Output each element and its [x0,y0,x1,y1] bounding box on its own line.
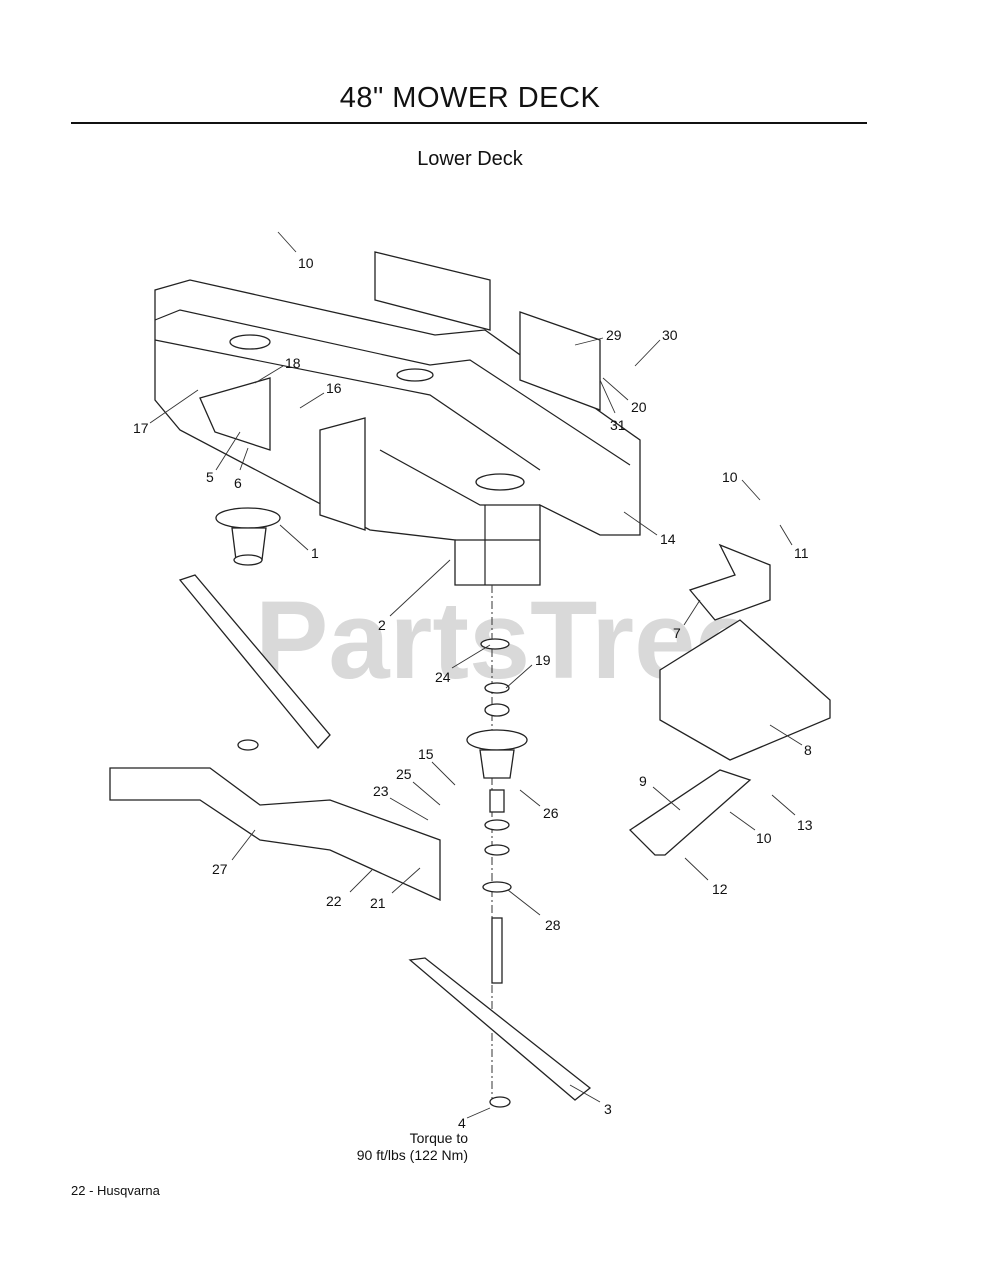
callout-label: 10 [756,830,772,846]
side-deflector [109,767,441,902]
callout-label: 18 [285,355,301,371]
callout-label: 2 [378,617,386,633]
callout-label: 3 [604,1101,612,1117]
callout-label: 13 [797,817,813,833]
callout-label: 10 [298,255,314,271]
callout-label: 17 [133,420,149,436]
callout-labels: 10 29 30 18 16 20 31 17 5 6 1 14 10 11 2… [133,231,813,1131]
page-footer: 22 - Husqvarna [71,1183,160,1198]
callout-label: 5 [206,469,214,485]
callout-label: 24 [435,669,451,685]
callout-label: 30 [662,327,678,343]
callout-label: 14 [660,531,676,547]
callout-label: 7 [673,625,681,641]
callout-label: 29 [606,327,622,343]
callout-label: 26 [543,805,559,821]
callout-label: 16 [326,380,342,396]
left-blade [178,574,331,749]
callout-label: 1 [311,545,319,561]
callout-label: 23 [373,783,389,799]
torque-note-line1: Torque to [409,1130,468,1146]
callout-label: 31 [610,417,626,433]
section-subtitle: Lower Deck [417,148,523,170]
callout-label: 22 [326,893,342,909]
callout-label: 4 [458,1115,466,1131]
callout-label: 20 [631,399,647,415]
torque-note-line2: 90 ft/lbs (122 Nm) [356,1147,468,1163]
callout-label: 8 [804,742,812,758]
left-spindle [215,507,281,566]
torque-note: Torque to 90 ft/lbs (122 Nm) [330,1130,468,1164]
page-title: 48" MOWER DECK [339,82,601,114]
callout-label: 27 [212,861,228,877]
callout-label: 10 [722,469,738,485]
callout-label: 9 [639,773,647,789]
discharge-chute [628,543,831,856]
callout-label: 12 [712,881,728,897]
callout-label: 15 [418,746,434,762]
callout-label: 25 [396,766,412,782]
callout-label: 21 [370,895,386,911]
center-blade [408,957,592,1101]
title-rule [71,122,867,124]
callout-label: 6 [234,475,242,491]
left-blade-bolt [237,739,259,751]
baffle-plates [199,251,601,531]
deck-shell [154,279,641,586]
center-spindle-stack [466,585,528,1108]
callout-label: 28 [545,917,561,933]
callout-label: 19 [535,652,551,668]
callout-label: 11 [794,545,809,561]
